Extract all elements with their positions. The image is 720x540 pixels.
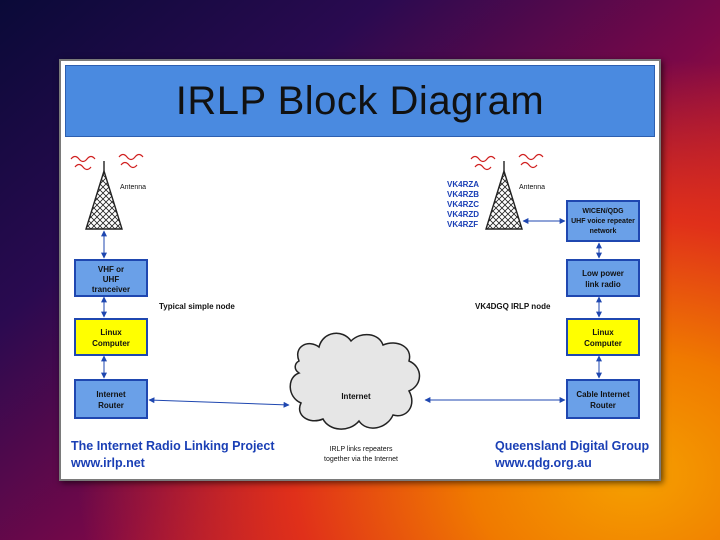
right-router-label-2: Router <box>590 401 616 410</box>
link-radio-label-1: Low power <box>582 269 624 278</box>
left-node-caption: Typical simple node <box>159 302 235 311</box>
right-router-label-1: Cable Internet <box>576 390 630 399</box>
right-node-caption: VK4DGQ IRLP node <box>475 302 551 311</box>
repeater-network-box <box>566 200 640 242</box>
left-antenna-label: Antenna <box>120 184 146 191</box>
right-links <box>522 218 602 379</box>
callsign-1: VK4RZA <box>447 180 479 189</box>
footer-right-url: www.qdg.org.au <box>494 456 592 470</box>
repeater-label-2: UHF voice repeater <box>571 218 635 225</box>
right-radio-waves-icon <box>470 153 544 171</box>
transceiver-label-2: UHF <box>103 275 120 284</box>
link-radio-box <box>566 259 640 297</box>
internet-caption-2: together via the Internet <box>324 456 398 463</box>
left-radio-waves-icon <box>70 153 144 171</box>
transceiver-label-3: tranceiver <box>92 285 130 294</box>
internet-label: Internet <box>341 392 371 401</box>
callsign-4: VK4RZD <box>447 210 479 219</box>
right-computer-box <box>566 318 640 356</box>
left-router-box <box>74 379 148 419</box>
footer-left-url: www.irlp.net <box>70 456 146 470</box>
repeater-label-3: network <box>590 228 617 235</box>
right-computer-label-1: Linux <box>592 328 614 337</box>
right-router-box <box>566 379 640 419</box>
internet-caption-1: IRLP links repeaters <box>330 446 393 453</box>
internet-cloud-icon <box>289 332 421 430</box>
slide: IRLP Block Diagram Antenna <box>59 59 661 481</box>
internet-links <box>148 397 566 408</box>
title-bar: IRLP Block Diagram <box>65 65 655 137</box>
left-router-label-2: Router <box>98 401 124 410</box>
right-computer-label-2: Computer <box>584 339 622 348</box>
repeater-label-1: WICEN/QDG <box>582 208 624 215</box>
left-computer-label-2: Computer <box>92 339 130 348</box>
irlp-block-diagram: Antenna VHF or UHF tranceiver Linux Comp… <box>70 153 650 470</box>
page-title: IRLP Block Diagram <box>175 78 545 123</box>
callsign-5: VK4RZF <box>447 220 478 229</box>
footer-left-title: The Internet Radio Linking Project <box>71 439 275 453</box>
left-computer-box <box>74 318 148 356</box>
left-antenna-tower-icon <box>85 161 123 230</box>
right-antenna-tower-icon <box>485 161 523 230</box>
transceiver-box <box>74 259 148 297</box>
callsign-2: VK4RZB <box>447 190 479 199</box>
footer-right-title: Queensland Digital Group <box>495 439 650 453</box>
callsign-3: VK4RZC <box>447 200 479 209</box>
left-router-label-1: Internet <box>96 390 126 399</box>
left-computer-label-1: Linux <box>100 328 122 337</box>
right-antenna-label: Antenna <box>519 184 545 191</box>
link-radio-label-2: link radio <box>585 280 621 289</box>
transceiver-label-1: VHF or <box>98 265 124 274</box>
